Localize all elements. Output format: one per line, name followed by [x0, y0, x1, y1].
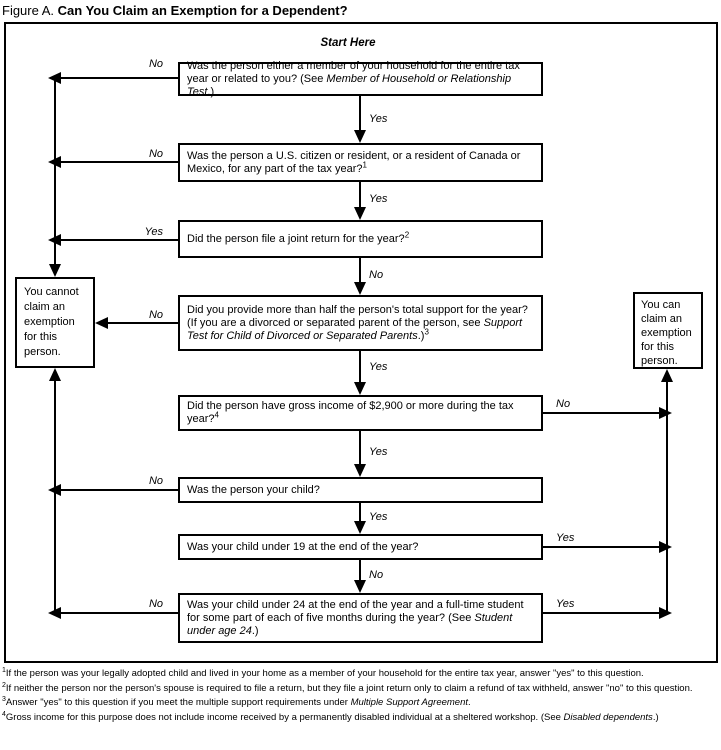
edge-label-yes-your-child: Yes: [369, 511, 388, 523]
figure-label: Figure A.: [2, 3, 55, 18]
question-box-citizen: Was the person a U.S. citizen or residen…: [178, 143, 543, 182]
edge-label-yes-support: Yes: [369, 361, 388, 373]
question-box-gross-income: Did the person have gross income of $2,9…: [178, 395, 543, 431]
footnote-text: Gross income for this purpose does not i…: [5, 711, 564, 723]
question-text-tail: .): [207, 85, 215, 98]
footnote-text-italic: Disabled dependents: [563, 711, 653, 723]
edge-label-yes-under-24: Yes: [556, 598, 575, 610]
question-box-joint-return: Did the person file a joint return for t…: [178, 220, 543, 258]
edge-label-no-joint-return: No: [369, 269, 384, 281]
footnote-text: Answer "yes" to this question if you mee…: [5, 697, 351, 708]
edge-label-yes-under-19: Yes: [556, 532, 575, 544]
question-text-tail: .): [417, 329, 425, 342]
footnote-number: 1: [2, 666, 6, 674]
question-text-pre: Was your child under 19 at the end of th…: [187, 540, 419, 553]
start-here-label: Start Here: [320, 37, 376, 49]
question-footnote-ref: 1: [362, 159, 367, 169]
edge-label-yes-citizen: Yes: [369, 193, 388, 205]
footnote-1: 1If the person was your legally adopted …: [2, 666, 719, 680]
question-box-your-child: Was the person your child?: [178, 477, 543, 503]
question-box-under-19: Was your child under 19 at the end of th…: [178, 534, 543, 560]
left-connectors: [48, 72, 178, 619]
question-footnote-ref: 4: [214, 410, 219, 420]
footnote-3: 3Answer "yes" to this question if you me…: [2, 695, 719, 709]
edge-label-yes-household: Yes: [369, 113, 388, 125]
question-footnote-ref: 3: [424, 326, 429, 336]
question-footnote-ref: 2: [404, 229, 410, 239]
question-text: Was your child under 19 at the end of th…: [187, 541, 418, 554]
flowchart-border: [4, 22, 718, 663]
edge-label-no-under-24: No: [148, 598, 163, 610]
question-text-italic: Student under age 24: [187, 611, 513, 637]
edge-label-no-gross-income: No: [556, 398, 571, 410]
edge-label-yes-gross-income: Yes: [369, 446, 388, 458]
footnote-2: 2If neither the person nor the person's …: [2, 681, 719, 695]
edge-label-no-support: No: [148, 309, 163, 321]
footnote-text-italic: Multiple Support Agreement: [350, 697, 469, 708]
question-text-pre: Was your child under 24 at the end of th…: [187, 598, 524, 624]
question-text-pre: Was the person your child?: [187, 483, 320, 496]
footnote-4: 4Gross income for this purpose does not …: [2, 710, 719, 724]
center-connectors: [354, 96, 366, 593]
footnote-text: If the person was your legally adopted c…: [5, 668, 644, 679]
question-text-pre: Was the person a U.S. citizen or residen…: [187, 149, 521, 175]
question-text: Was your child under 24 at the end of th…: [187, 599, 534, 638]
question-text-italic: Support Test for Child of Divorced or Se…: [187, 316, 523, 342]
footnote-number: 3: [2, 695, 6, 703]
edge-label-no-your-child: No: [148, 475, 163, 487]
footnote-number: 4: [2, 710, 6, 718]
question-box-under-24-student: Was your child under 24 at the end of th…: [178, 593, 543, 643]
edge-label-no-household: No: [148, 58, 163, 70]
figure-title: Figure A. Can You Claim an Exemption for…: [2, 3, 348, 18]
edge-label-no-citizen: No: [148, 148, 163, 160]
footnote-number: 2: [2, 681, 6, 689]
question-text-pre: Did the person have gross income of $2,9…: [187, 400, 514, 425]
figure-heading: Can You Claim an Exemption for a Depende…: [57, 3, 348, 18]
question-box-support: Did you provide more than half the perso…: [178, 295, 543, 351]
footnote-text: If neither the person nor the person's s…: [5, 682, 693, 694]
question-text-pre: Did the person file a joint return for t…: [187, 232, 405, 245]
question-text: Did the person have gross income of $2,9…: [187, 400, 534, 426]
question-text-pre: Did you provide more than half the perso…: [187, 303, 528, 329]
outcome-box-can-claim: You can claim an exemption for this pers…: [633, 292, 703, 369]
right-connectors: [543, 369, 673, 619]
footnotes: 1If the person was your legally adopted …: [2, 666, 719, 726]
question-text: Did you provide more than half the perso…: [187, 304, 534, 343]
edge-label-yes-joint-return: Yes: [144, 226, 163, 238]
question-text-tail: .): [251, 624, 259, 637]
question-text: Was the person your child?: [187, 484, 320, 497]
footnote-text-tail: .): [652, 711, 659, 723]
question-text: Was the person either a member of your h…: [187, 60, 534, 99]
question-text-italic: Member of Household or Relationship Test: [187, 72, 512, 98]
footnote-text-tail: .: [468, 697, 471, 708]
question-box-household: Was the person either a member of your h…: [178, 60, 543, 99]
question-text: Did the person file a joint return for t…: [187, 229, 410, 246]
outcome-box-cannot-claim: You cannot claim an exemption for this p…: [15, 277, 95, 368]
question-text: Was the person a U.S. citizen or residen…: [187, 150, 534, 176]
edge-label-no-under-19: No: [369, 569, 384, 581]
question-text-pre: Was the person either a member of your h…: [187, 59, 520, 85]
